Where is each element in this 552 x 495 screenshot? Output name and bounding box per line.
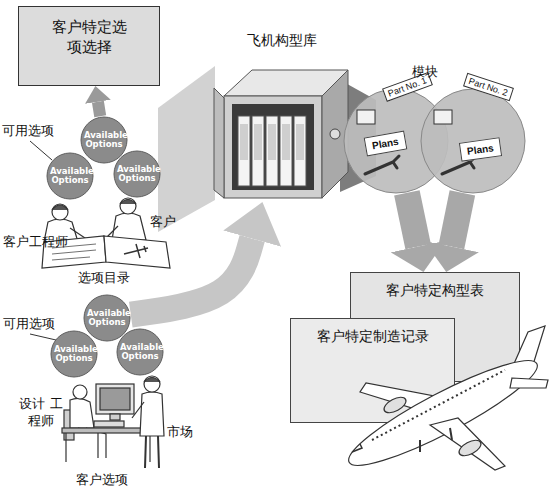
text-label: 市场 [167,424,193,441]
node-text: 客户特定构型表 [386,281,484,300]
module-circle: Part No. 2Plans [420,88,526,194]
leader-line [30,334,56,340]
binder [266,116,278,186]
circle-outline [84,295,130,341]
part-block [434,110,452,124]
option-circle: Available Options [46,152,94,200]
designer-body [70,398,94,428]
option-circle: Available Options [80,116,128,164]
monitor-screen [100,388,130,410]
customer-head [120,198,136,214]
node-text: Available Options [84,131,124,149]
airplane-gear [420,428,452,452]
binder [252,116,264,186]
airplane-tail-fin [505,326,545,384]
text-label: 可用选项 [2,123,54,140]
flow-arrow [407,193,418,247]
design-scene [62,376,164,468]
desk-leg [149,433,150,462]
airplane-stabilizer [510,378,548,388]
airplane-windows [372,370,505,440]
page-line [52,257,90,260]
option-circle: Available Options [113,150,161,198]
text-label: 模块 [412,64,438,81]
option-circle: Available Options [116,328,164,376]
text-label: 客户 [150,214,176,231]
safe-dial [330,129,340,139]
binder [238,116,250,186]
marketing-hair [144,378,160,383]
engineer-hair [52,205,68,210]
desk-leg [65,433,66,462]
node-text: Available Options [87,309,127,327]
airplane-wing [430,418,505,470]
binder-label [240,124,248,160]
node-text: Available Options [54,345,94,363]
node-text: 客户特定制造记录 [317,327,429,346]
designer-head [73,385,87,399]
safe-front [224,96,322,198]
circle-outline [117,329,163,375]
keyboard [94,421,124,427]
part-block [357,110,375,124]
flow-arrow [131,239,252,315]
option-circle: Available Options [83,294,131,342]
module-outline [421,89,525,193]
binder-label [282,124,290,160]
hd-text: 飞机构型库 [202,32,362,50]
monitor [96,384,134,414]
customer-hair [120,200,136,205]
text-label: 设计 工程师 [18,396,64,430]
airplane-wing [360,383,455,412]
binder [294,116,306,186]
flow-arrow [98,102,100,117]
customer-scene [42,198,170,268]
selection-box: 客户特定选项选择 [18,6,160,86]
binder [280,116,292,186]
book-page [104,236,170,268]
airplane-fuselage [340,346,546,480]
safe-interior [232,104,314,190]
page-line [52,250,96,254]
engineer-head [52,204,68,220]
circle-outline [51,331,97,377]
text-label: 可用选项 [3,316,55,333]
node-text: 客户特定选项选择 [45,17,133,58]
airplane [340,326,548,480]
circle-outline [81,117,127,163]
option-circle: Available Options [50,330,98,378]
text-label: 客户工程师 [3,234,68,251]
marketing-arm [132,402,144,418]
airplane-engine [382,394,409,416]
text-label: 选项目录 [78,270,130,287]
page-doodle [124,244,148,258]
library-safe: 飞机构型库 [212,62,352,202]
leader-line [30,141,52,160]
flow-arrow [451,193,462,247]
safe-outline [212,62,352,202]
airplane-engine [457,437,484,459]
circle-outline [47,153,93,199]
monitor-stand [110,414,120,420]
marketing-body [140,392,164,436]
document-box: 客户特定制造记录 [290,318,455,423]
marketing-legs [145,436,159,468]
node-text: Available Options [50,167,90,185]
binder-label [268,124,276,160]
node-text: Available Options [120,343,160,361]
safe-door [214,88,224,198]
marketing-head [144,376,160,392]
binder-label [296,124,304,160]
tool-icon [365,156,399,174]
view-beam [158,66,215,232]
node-text: Available Options [117,165,157,183]
binder-label [254,124,262,160]
text-label: 客户选项 [76,472,128,489]
circle-outline [114,151,160,197]
airplane-cockpit [352,444,362,452]
